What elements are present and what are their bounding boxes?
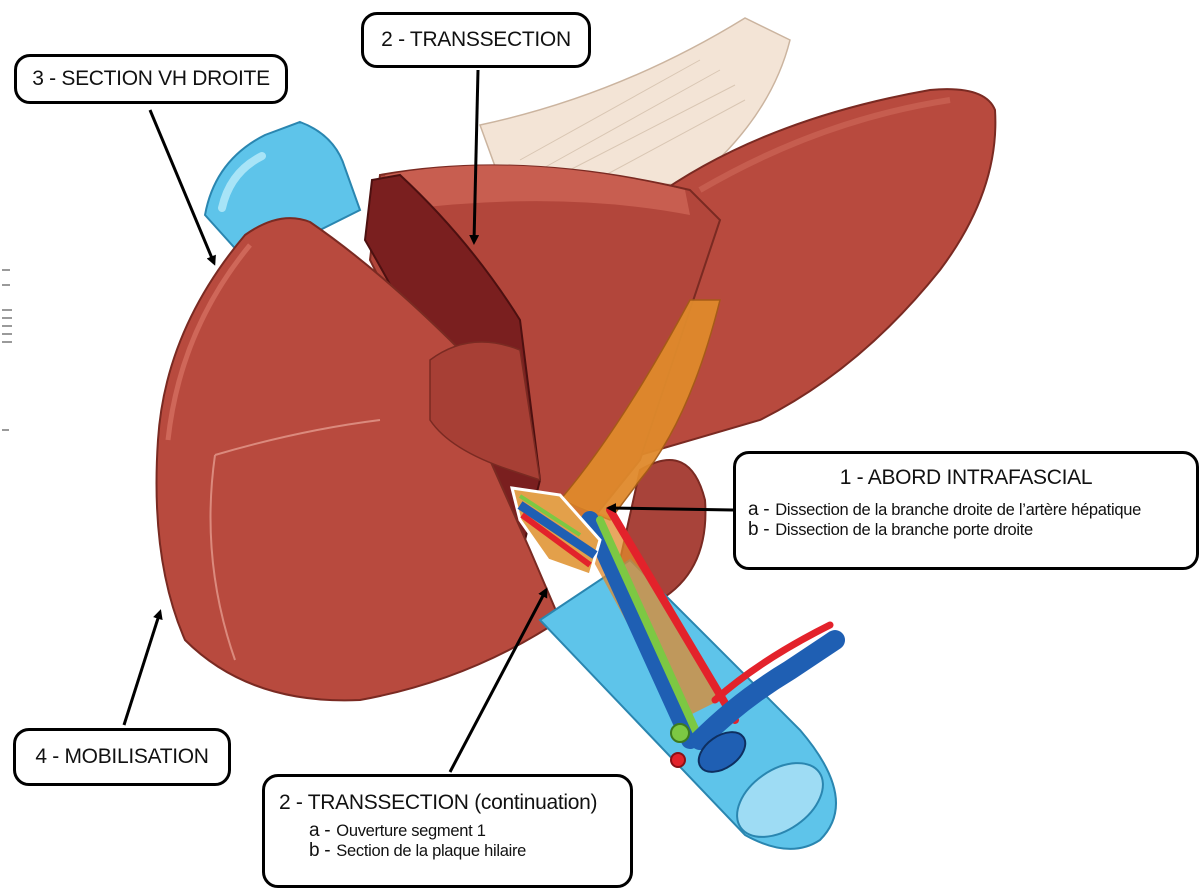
callout-item: a - Dissection de la branche droite de l’… bbox=[748, 500, 1184, 520]
leader-mobilisation bbox=[124, 612, 160, 725]
leader-section-vh bbox=[150, 110, 214, 263]
callout-abord-intrafascial: 1 - ABORD INTRAFASCIAL a - Dissection de … bbox=[733, 451, 1199, 570]
callout-title: 4 - MOBILISATION bbox=[35, 745, 208, 769]
leader-abord bbox=[609, 508, 733, 510]
callout-title: 1 - ABORD INTRAFASCIAL bbox=[748, 466, 1184, 490]
item-text: Dissection de la branche porte droite bbox=[775, 521, 1033, 539]
item-text: Section de la plaque hilaire bbox=[336, 842, 526, 860]
callout-transsection: 2 - TRANSSECTION bbox=[361, 12, 591, 68]
callout-transsection-continuation: 2 - TRANSSECTION (continuation) a - Ouver… bbox=[262, 774, 633, 888]
item-key: b - bbox=[748, 519, 769, 540]
item-key: a - bbox=[309, 820, 330, 841]
item-text: Dissection de la branche droite de l’art… bbox=[775, 501, 1141, 519]
callout-section-vh-droite: 3 - SECTION VH DROITE bbox=[14, 54, 288, 104]
item-key: a - bbox=[748, 499, 769, 520]
callout-title: 2 - TRANSSECTION bbox=[381, 28, 571, 52]
item-text: Ouverture segment 1 bbox=[336, 822, 485, 840]
callout-item: a - Ouverture segment 1 bbox=[279, 821, 620, 841]
item-key: b - bbox=[309, 840, 330, 861]
cropped-margin-marks bbox=[0, 240, 20, 470]
callout-item: b - Dissection de la branche porte droite bbox=[748, 520, 1184, 540]
callout-title: 3 - SECTION VH DROITE bbox=[32, 67, 270, 91]
callout-title: 2 - TRANSSECTION (continuation) bbox=[279, 791, 620, 815]
callout-mobilisation: 4 - MOBILISATION bbox=[13, 728, 231, 786]
callout-item: b - Section de la plaque hilaire bbox=[279, 841, 620, 861]
